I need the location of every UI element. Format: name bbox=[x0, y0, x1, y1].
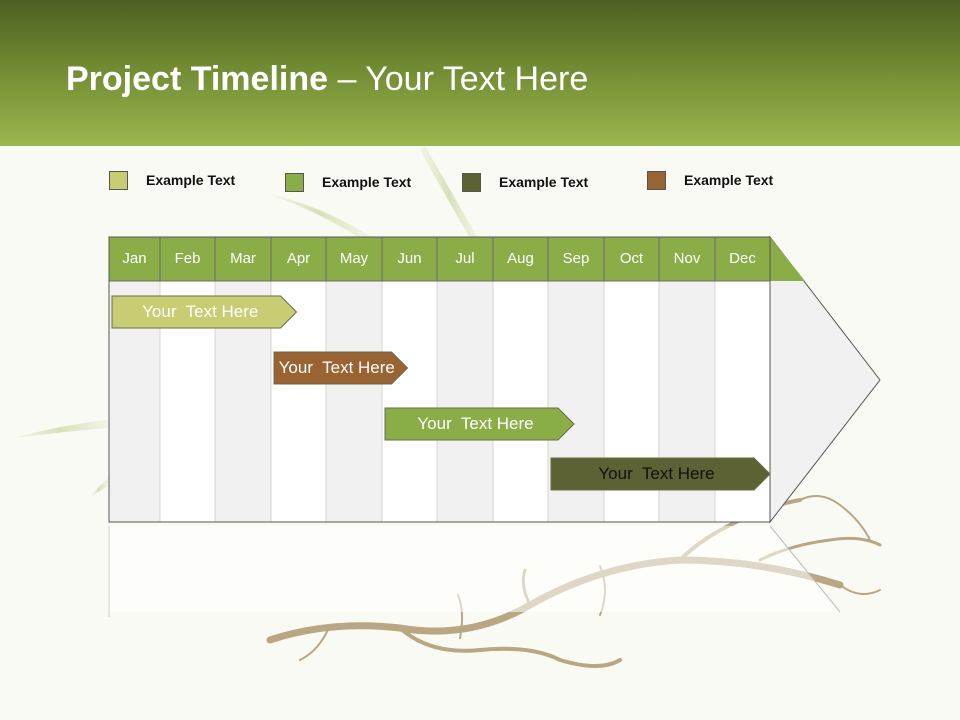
legend-item: Example Text bbox=[109, 170, 235, 190]
task-arrow bbox=[111, 295, 298, 329]
month-cell bbox=[603, 236, 660, 282]
task-label: Your Text Here bbox=[598, 464, 715, 483]
title-rest: – Your Text Here bbox=[328, 60, 589, 98]
month-column bbox=[436, 280, 494, 523]
page-title: Project Timeline – Your Text Here bbox=[66, 60, 588, 99]
month-label: Apr bbox=[286, 250, 311, 267]
month-label: Feb bbox=[174, 250, 201, 267]
month-cell bbox=[658, 236, 716, 282]
month-label: Nov bbox=[673, 250, 701, 267]
month-cell bbox=[492, 236, 549, 282]
task-arrow bbox=[384, 407, 575, 441]
month-column bbox=[492, 280, 549, 523]
legend-item: Example Text bbox=[647, 170, 773, 190]
month-label: Sep bbox=[562, 250, 590, 267]
leaf-shape bbox=[420, 146, 478, 238]
month-label: May bbox=[339, 250, 369, 267]
task-label: Your Text Here bbox=[417, 414, 534, 433]
task-label: Your Text Here bbox=[278, 358, 395, 377]
legend-item: Example Text bbox=[285, 172, 411, 192]
title-bold: Project Timeline bbox=[66, 60, 329, 98]
month-cell bbox=[325, 236, 383, 282]
legend-label: Example Text bbox=[146, 172, 236, 188]
leaf-shape bbox=[90, 478, 108, 497]
legend-swatch bbox=[647, 170, 666, 190]
arrow-head-band bbox=[770, 237, 805, 281]
month-label: Mar bbox=[230, 250, 256, 267]
reflection-edge bbox=[769, 525, 841, 613]
month-label: Aug bbox=[507, 250, 534, 267]
leaf-shape bbox=[268, 194, 370, 238]
month-label: Jul bbox=[455, 250, 475, 267]
month-label: Oct bbox=[619, 250, 644, 267]
month-cell bbox=[381, 236, 438, 282]
timeline-outline bbox=[108, 236, 771, 523]
task-label: Your Text Here bbox=[142, 302, 259, 321]
month-cell bbox=[159, 236, 216, 282]
legend-label: Example Text bbox=[499, 174, 589, 190]
month-label: Dec bbox=[729, 250, 756, 267]
header-band bbox=[0, 0, 960, 146]
legend-label: Example Text bbox=[684, 172, 774, 188]
month-label: Jan bbox=[122, 250, 147, 267]
month-cell bbox=[436, 236, 494, 282]
month-column bbox=[325, 280, 383, 523]
task-arrow bbox=[273, 351, 409, 385]
legend-swatch bbox=[285, 172, 304, 192]
timeline-reflection bbox=[109, 526, 840, 612]
leaf-shape bbox=[14, 420, 108, 438]
legend-swatch bbox=[109, 170, 128, 190]
month-column bbox=[381, 280, 438, 523]
task-arrow bbox=[550, 457, 771, 491]
legend-label: Example Text bbox=[322, 174, 412, 190]
month-label: Jun bbox=[397, 250, 422, 267]
legend-swatch bbox=[462, 172, 481, 192]
legend-item: Example Text bbox=[462, 172, 588, 192]
